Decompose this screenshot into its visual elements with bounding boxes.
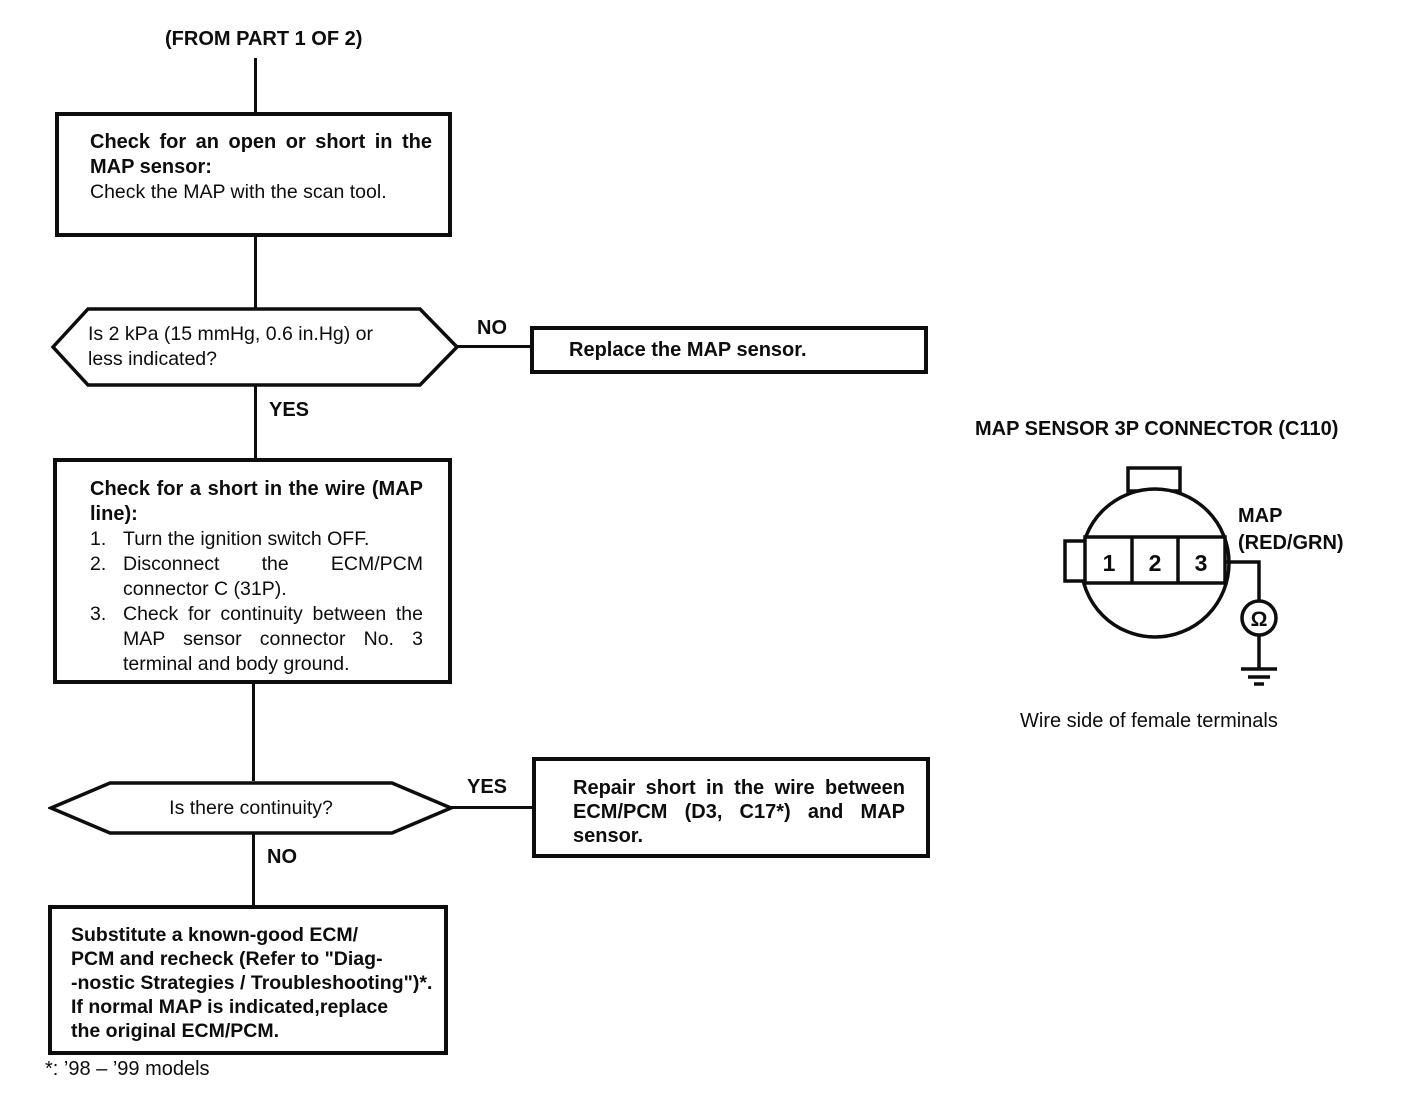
step-item-1-number: 1. <box>90 528 107 550</box>
action-repair-short: Repair short in the wire between ECM/PCM… <box>532 757 930 858</box>
step-check-short-wire-title: Check for a short in the wire (MAP line)… <box>90 478 423 525</box>
substitute-line-3: -nostic Strategies / Troubleshooting")*. <box>71 972 433 994</box>
step-item-2: 2. Disconnect the ECM/PCM connector C (3… <box>90 552 434 602</box>
step-item-3: 3. Check for continuity between the MAP … <box>90 602 434 677</box>
substitute-line-2: PCM and recheck (Refer to "Diag- <box>71 948 383 970</box>
step-item-3-text: Check for continuity between the MAP sen… <box>123 603 423 675</box>
action-repair-short-text: Repair short in the wire between ECM/PCM… <box>573 777 905 847</box>
action-replace-map-sensor: Replace the MAP sensor. <box>530 326 928 374</box>
decision-continuity-no-label: NO <box>267 846 297 868</box>
decision-kpa-question: Is 2 kPa (15 mmHg, 0.6 in.Hg) or less in… <box>88 323 374 370</box>
step-item-1: 1. Turn the ignition switch OFF. <box>90 527 434 552</box>
flow-line-box2-to-decision2 <box>252 681 255 781</box>
terminal-row <box>1083 535 1227 585</box>
decision-continuity-hexagon-shape <box>48 781 454 835</box>
connector-caption: Wire side of female terminals <box>1020 710 1278 732</box>
substitute-line-5: the original ECM/PCM. <box>71 1020 280 1042</box>
flow-line-decision2-to-box3 <box>252 832 255 907</box>
ohm-symbol: Ω <box>1251 608 1268 631</box>
flow-line-box1-to-decision1 <box>254 235 257 309</box>
flow-line-top <box>254 58 257 114</box>
decision-kpa: Is 2 kPa (15 mmHg, 0.6 in.Hg) or less in… <box>50 306 460 388</box>
connector-title: MAP SENSOR 3P CONNECTOR (C110) <box>975 418 1339 440</box>
step-item-2-number: 2. <box>90 553 107 575</box>
substitute-line-1: Substitute a known-good ECM/ <box>71 924 359 946</box>
step-check-open-short-body: Check the MAP with the scan tool. <box>90 181 387 203</box>
decision-continuity: Is there continuity? <box>48 780 454 836</box>
test-wire <box>1225 560 1261 601</box>
step-check-open-short-title: Check for an open or short in the MAP se… <box>90 131 432 178</box>
terminal-2-label: 2 <box>1149 550 1162 576</box>
ground-icon <box>1241 667 1277 686</box>
from-part-label: (FROM PART 1 OF 2) <box>165 28 363 50</box>
terminal-3-label: 3 <box>1195 550 1208 576</box>
wire-label: MAP (RED/GRN) <box>1238 503 1344 557</box>
decision-kpa-hexagon-shape <box>50 307 460 387</box>
wire-label-line2: (RED/GRN) <box>1238 532 1344 554</box>
flow-line-yes-branch <box>450 806 533 809</box>
step-item-3-number: 3. <box>90 603 107 625</box>
flow-line-decision1-to-box2 <box>254 386 257 460</box>
substitute-line-4: If normal MAP is indicated,replace <box>71 996 389 1018</box>
decision-continuity-yes-label: YES <box>467 776 508 798</box>
step-item-1-text: Turn the ignition switch OFF. <box>123 528 370 550</box>
terminal-1-label: 1 <box>1103 550 1116 576</box>
flow-line-no-branch <box>455 345 531 348</box>
step-check-short-wire: Check for a short in the wire (MAP line)… <box>53 458 452 684</box>
footnote: *: ’98 – ’99 models <box>45 1058 210 1080</box>
step-item-2-text: Disconnect the ECM/PCM connector C (31P)… <box>123 553 423 600</box>
action-substitute-ecm: Substitute a known-good ECM/ PCM and rec… <box>48 905 448 1055</box>
decision-kpa-no-label: NO <box>477 317 507 339</box>
wire-label-line1: MAP <box>1238 505 1283 527</box>
decision-continuity-question: Is there continuity? <box>169 797 333 819</box>
step-check-open-short: Check for an open or short in the MAP se… <box>55 112 452 237</box>
action-replace-map-sensor-text: Replace the MAP sensor. <box>569 339 807 361</box>
connector-diagram: 1 2 3 Ω <box>1063 466 1278 686</box>
decision-kpa-yes-label: YES <box>269 399 310 421</box>
